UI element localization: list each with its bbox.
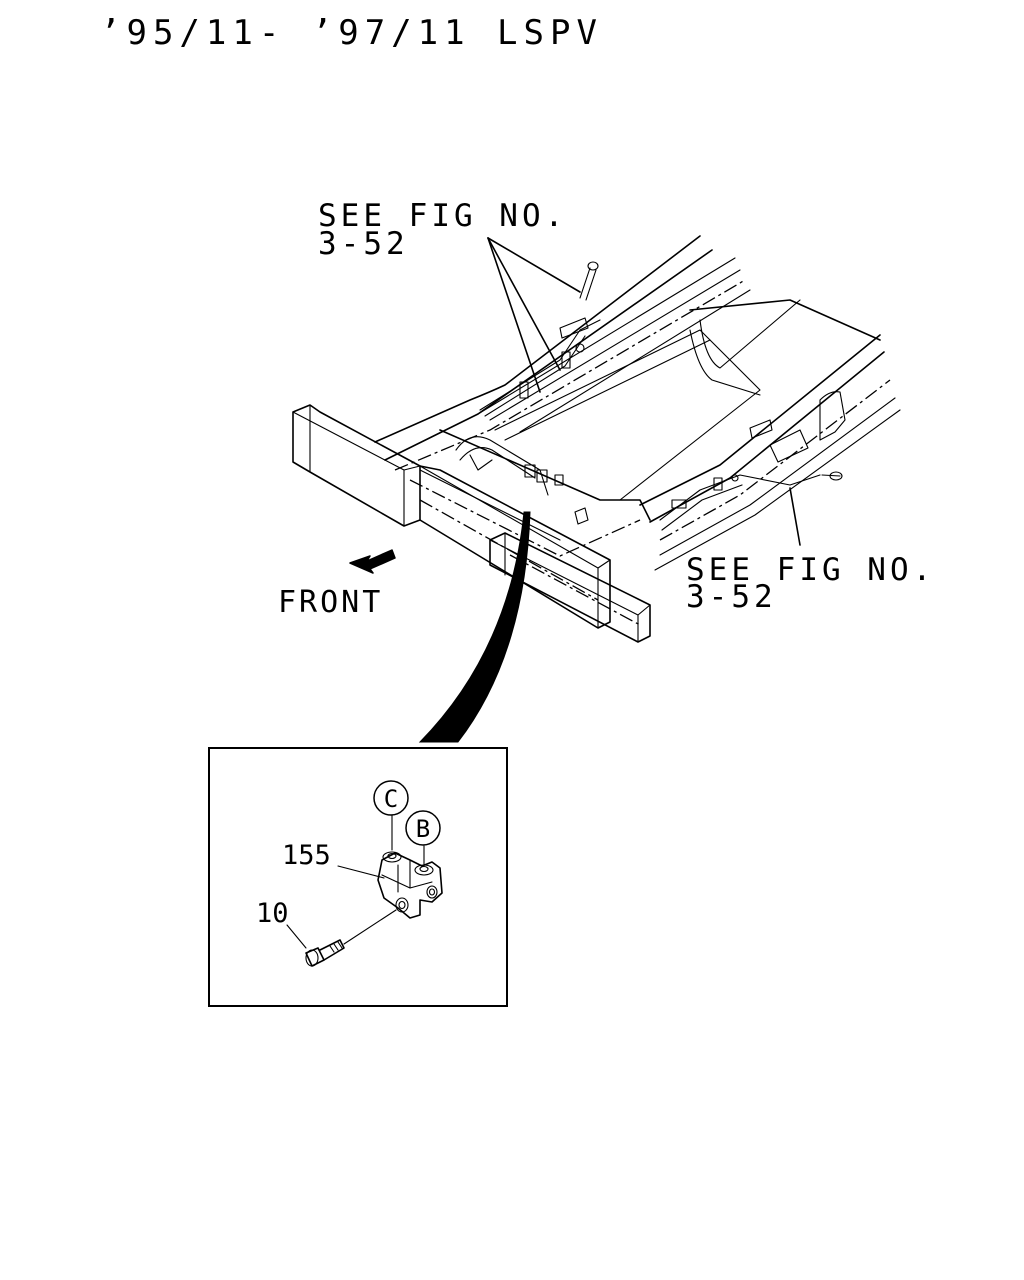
see-fig-right-line2: 3-52	[686, 579, 777, 615]
lspv-valve	[377, 851, 443, 919]
circle-c-letter: C	[384, 785, 398, 813]
see-fig-right-leader	[789, 487, 801, 546]
part-10-leader	[286, 924, 307, 949]
see-fig-top-callout: SEE FIG NO. 3-52	[318, 198, 567, 262]
circle-b-letter: B	[416, 815, 430, 843]
see-fig-top-leaders	[487, 237, 581, 393]
chassis-frame	[292, 235, 901, 643]
circle-b-marker: B	[405, 810, 441, 846]
see-fig-top-line2: 3-52	[318, 226, 409, 262]
part-number-155: 155	[282, 840, 331, 871]
front-label: FRONT	[278, 585, 383, 620]
see-fig-right-line1: SEE FIG NO.	[686, 552, 935, 588]
see-fig-top-line1: SEE FIG NO.	[318, 198, 567, 234]
front-arrow-icon	[349, 549, 396, 574]
part-155-leader	[337, 865, 385, 879]
bolt	[305, 909, 397, 967]
page-title: ’95/11- ’97/11 LSPV	[100, 13, 603, 53]
see-fig-right-callout: SEE FIG NO. 3-52	[686, 552, 935, 615]
circle-c-marker: C	[373, 780, 409, 816]
part-number-10: 10	[256, 898, 289, 929]
detail-pointer	[418, 511, 531, 743]
detail-inset-box	[208, 747, 508, 1007]
